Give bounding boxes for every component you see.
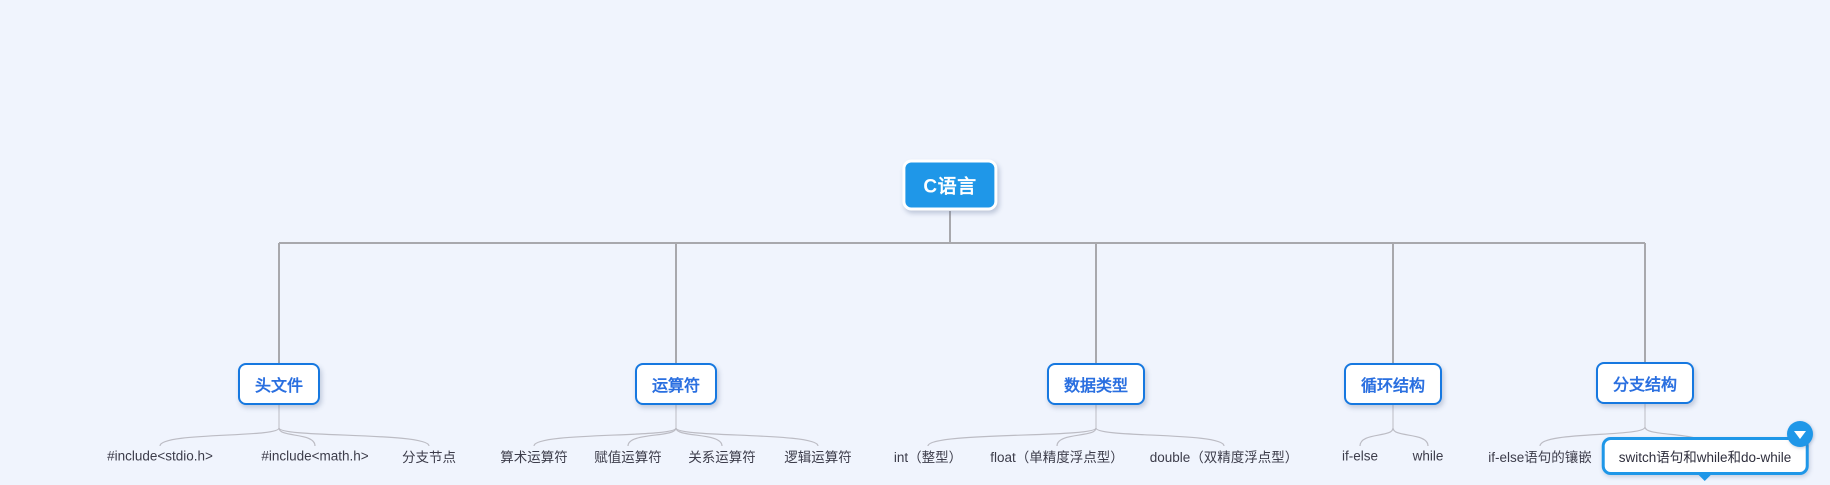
branch-node-2[interactable]: 运算符 (634, 363, 718, 405)
branch-node-4[interactable]: 循环结构 (1343, 363, 1443, 405)
root-node-c-language[interactable]: C语言 (902, 159, 998, 211)
collapse-toggle[interactable] (1787, 421, 1813, 447)
leaf-node-2-4[interactable]: 逻辑运算符 (784, 450, 852, 465)
branch-node-1[interactable]: 头文件 (237, 363, 321, 405)
leaf-node-selected[interactable]: switch语句和while和do-while (1601, 437, 1809, 481)
leaf-node-1-3[interactable]: 分支节点 (402, 450, 456, 465)
leaf-node-4-1[interactable]: if-else (1341, 448, 1379, 464)
leaf-node-3-2[interactable]: float（单精度浮点型） (990, 450, 1124, 465)
branch-node-3[interactable]: 数据类型 (1046, 363, 1146, 405)
leaf-node-2-2[interactable]: 赋值运算符 (594, 450, 662, 465)
leaf-node-4-2[interactable]: while (1412, 448, 1444, 464)
leaf-node-1-1[interactable]: #include<stdio.h> (107, 448, 213, 464)
leaf-node-3-1[interactable]: int（整型） (893, 450, 963, 465)
leaf-node-5-1[interactable]: if-else语句的镶嵌 (1488, 450, 1592, 465)
chevron-down-icon (1794, 431, 1806, 439)
leaf-node-3-3[interactable]: double（双精度浮点型） (1149, 450, 1299, 465)
leaf-node-2-1[interactable]: 算术运算符 (500, 450, 568, 465)
leaf-node-2-3[interactable]: 关系运算符 (688, 450, 756, 465)
branch-node-5[interactable]: 分支结构 (1595, 362, 1695, 404)
leaf-node-1-2[interactable]: #include<math.h> (261, 448, 369, 464)
